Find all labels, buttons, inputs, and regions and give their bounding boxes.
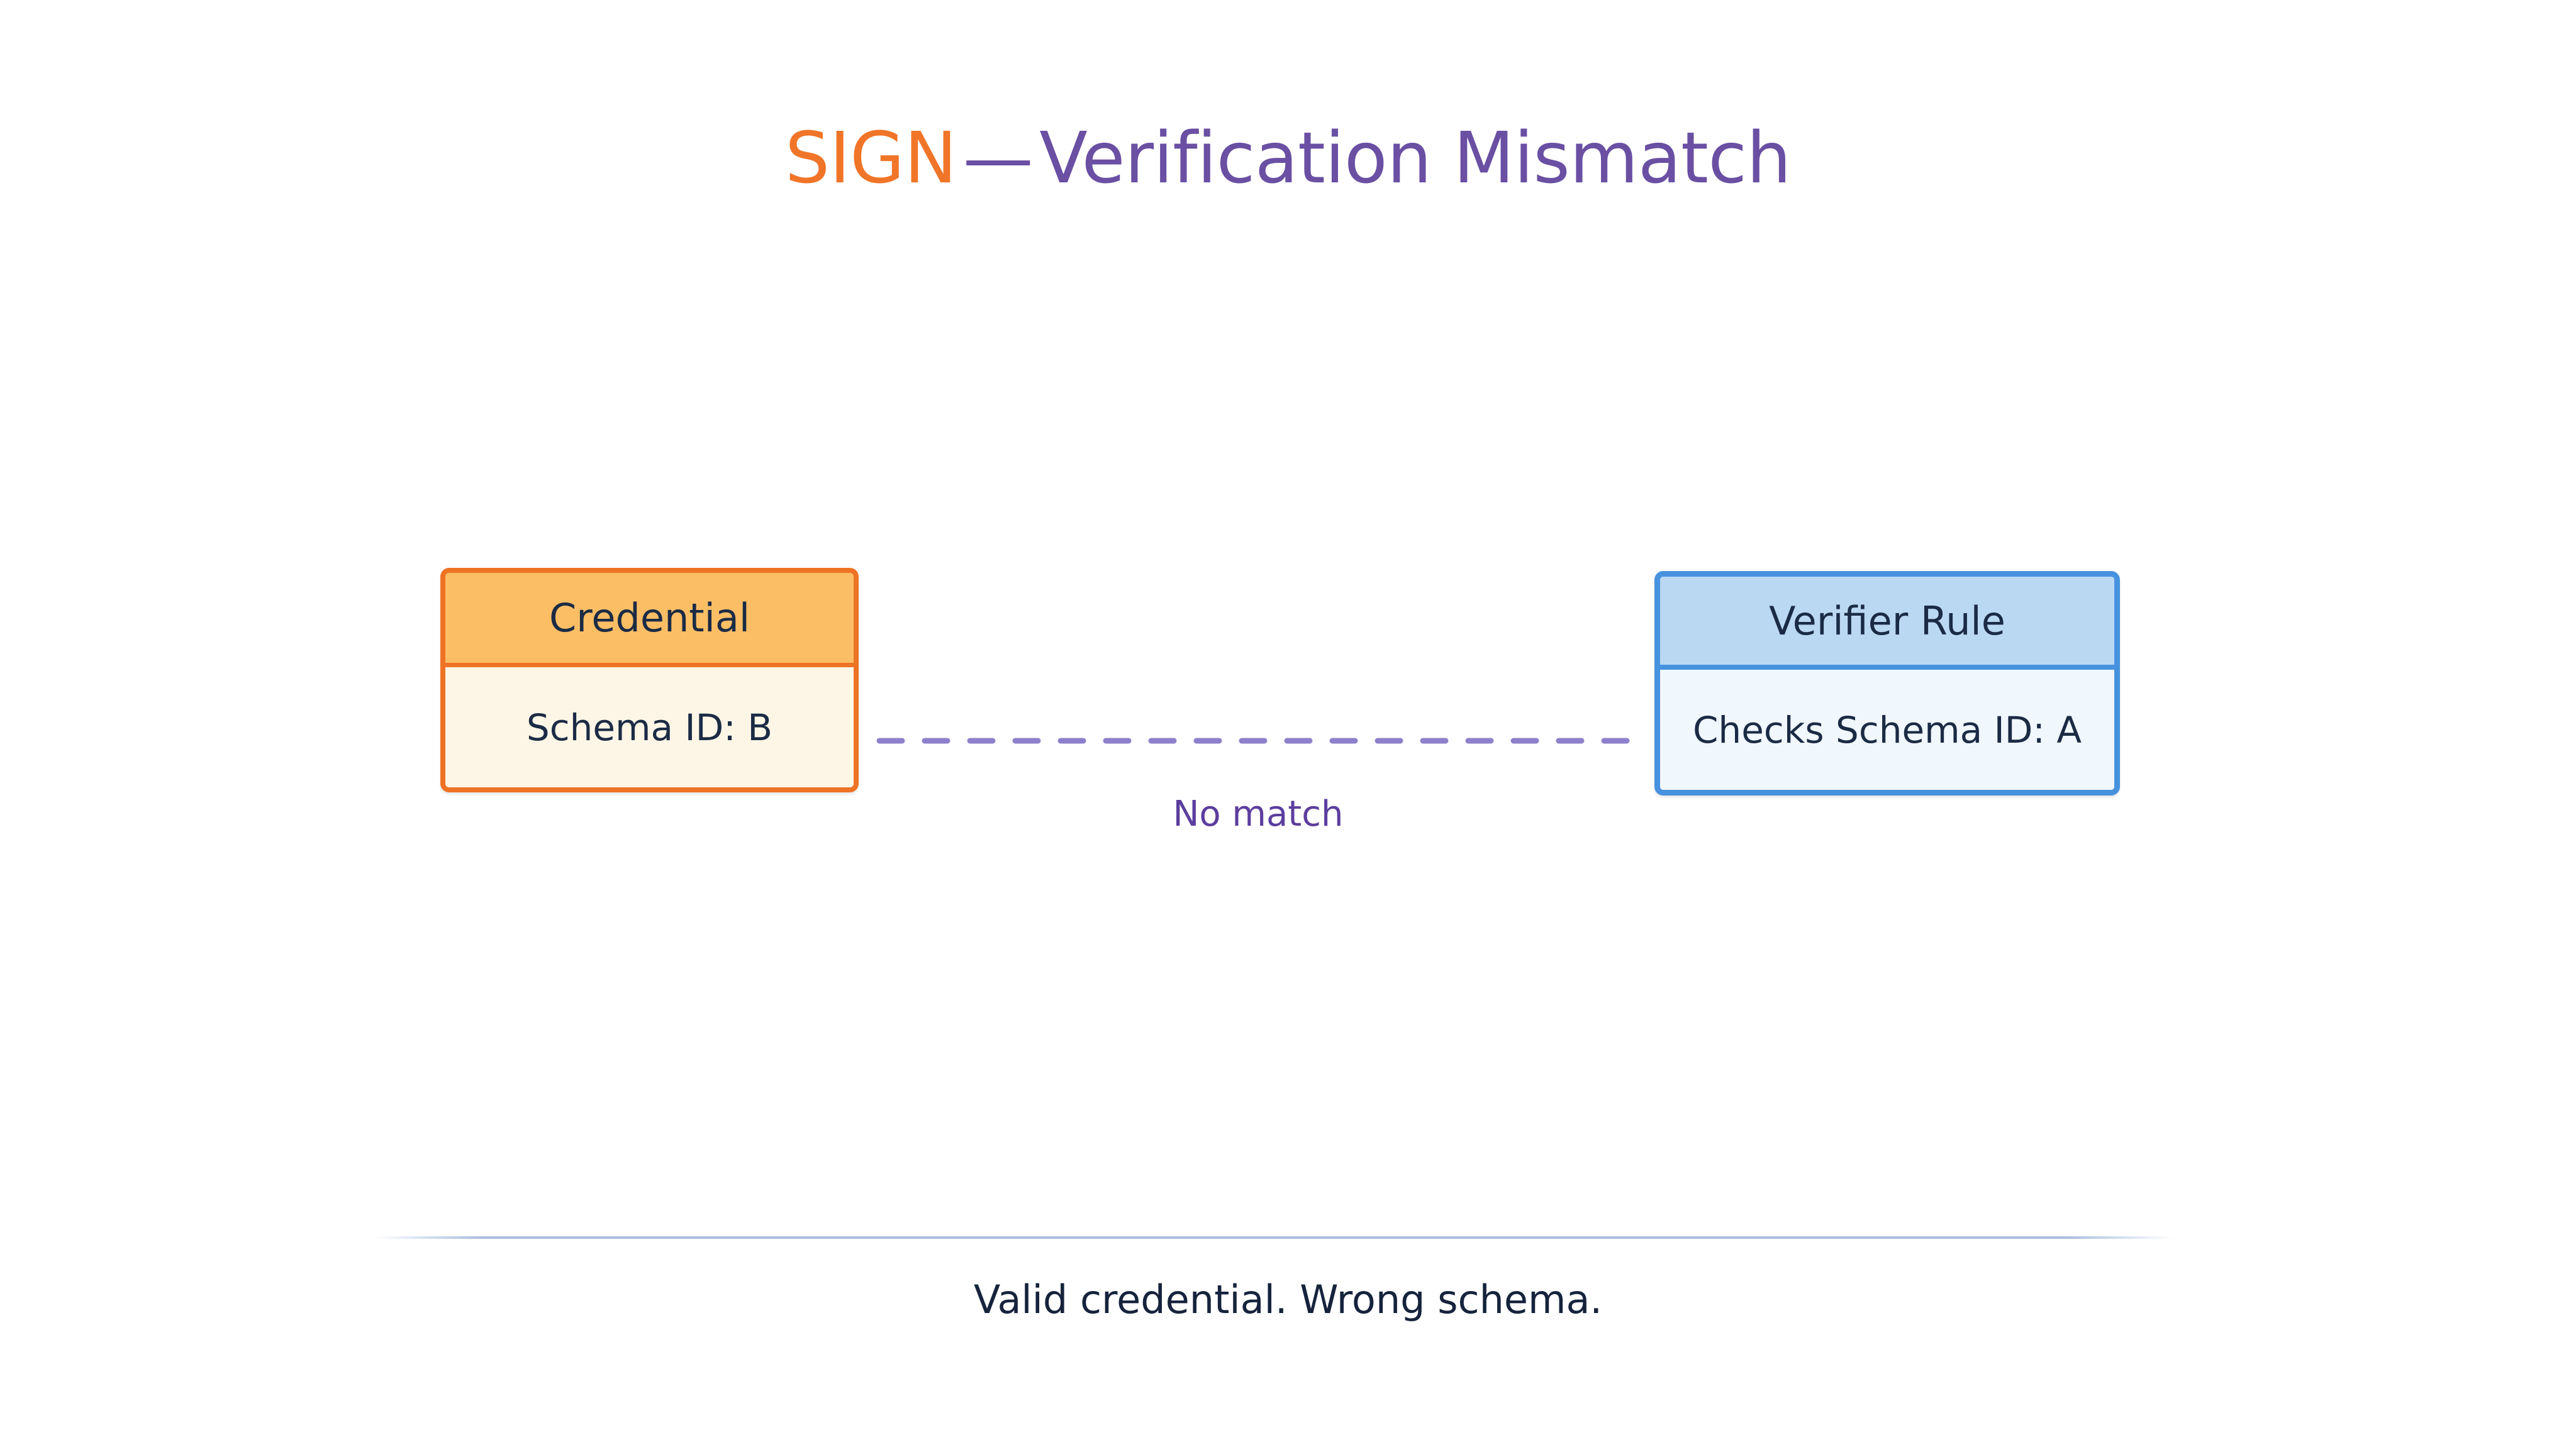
connector-no-match xyxy=(876,731,1637,751)
node-verifier-rule-body: Checks Schema ID: A xyxy=(1660,670,2114,790)
node-verifier-rule[interactable]: Verifier Rule Checks Schema ID: A xyxy=(1654,571,2120,796)
footer-divider xyxy=(374,1236,2173,1239)
footer-caption: Valid credential. Wrong schema. xyxy=(973,1277,1603,1322)
title-separator: — xyxy=(962,118,1034,199)
title-secondary: Verification Mismatch xyxy=(1039,118,1791,199)
node-credential[interactable]: Credential Schema ID: B xyxy=(440,568,859,792)
node-credential-header: Credential xyxy=(445,573,854,667)
title-primary: SIGN xyxy=(785,118,957,199)
dashed-line-icon xyxy=(876,738,1636,744)
node-verifier-rule-header: Verifier Rule xyxy=(1660,577,2114,670)
edge-label-no-match: No match xyxy=(1173,794,1344,834)
page-title: SIGN—Verification Mismatch xyxy=(0,116,2576,201)
node-credential-body: Schema ID: B xyxy=(445,667,854,787)
